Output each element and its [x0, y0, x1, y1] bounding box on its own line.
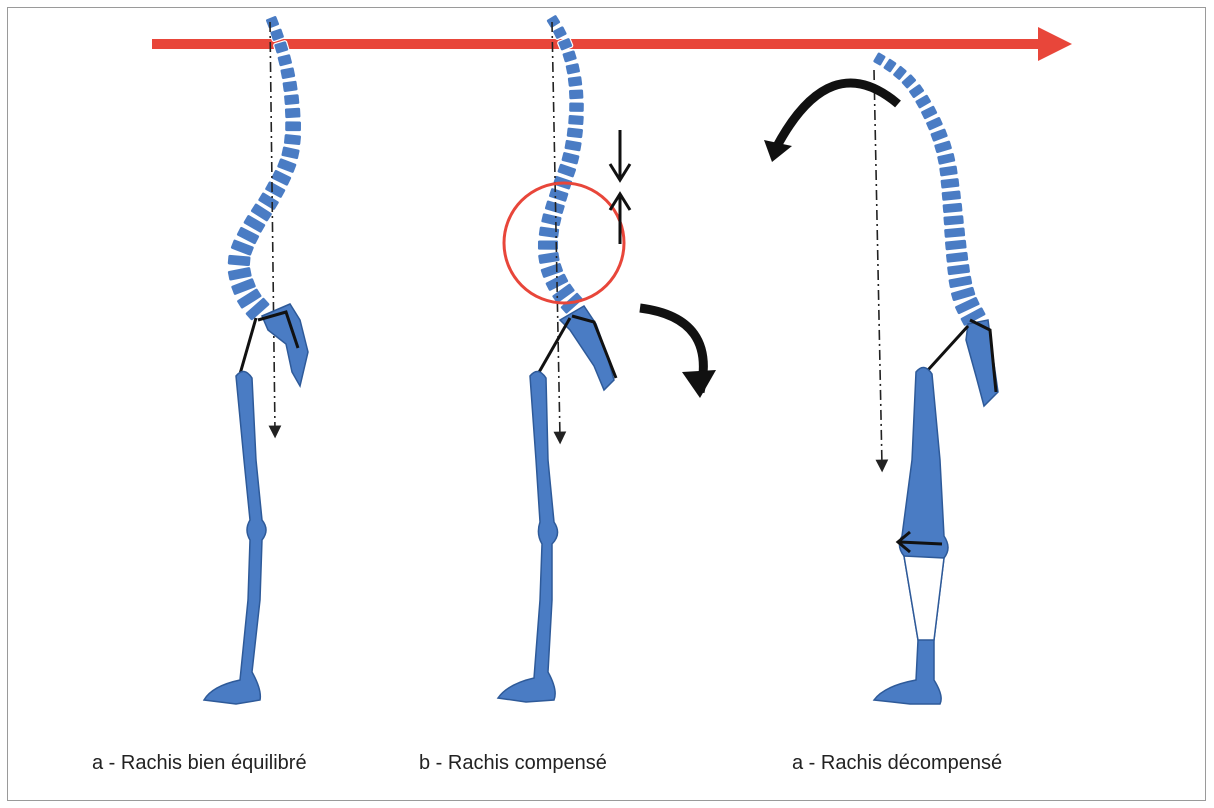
vertebra [227, 254, 251, 267]
femur-link-c [928, 326, 968, 370]
vertebra [942, 202, 963, 214]
leg-c [874, 367, 948, 704]
vertebra [565, 62, 581, 75]
spine-a-vertebrae [227, 15, 302, 322]
vertebra [568, 114, 585, 125]
down-arrow [610, 130, 630, 180]
vertebra [569, 102, 585, 113]
vertebra [941, 190, 962, 202]
vertebra [284, 107, 301, 119]
vertebra [566, 127, 584, 139]
vertebra [940, 177, 960, 189]
vertebra [280, 67, 296, 80]
vertebra [562, 49, 578, 63]
plumb-line-a [270, 22, 275, 432]
caption-c: a - Rachis décompensé [792, 752, 1002, 775]
vertebra [943, 214, 965, 226]
vertebra [944, 239, 967, 251]
vertebra [283, 133, 302, 145]
vertebra [282, 80, 299, 93]
vertebra [283, 93, 300, 105]
vertebra [943, 227, 965, 239]
forward-rotation-arrow [776, 83, 898, 148]
spine-b-vertebrae [537, 14, 584, 315]
vertebra [285, 121, 302, 132]
vertebra [564, 139, 583, 152]
vertebra [936, 152, 956, 166]
femur-link-a [240, 318, 256, 374]
caption-a: a - Rachis bien équilibré [92, 752, 307, 775]
caption-b: b - Rachis compensé [419, 752, 607, 775]
vertebra [277, 53, 293, 67]
skeleton-a [204, 15, 308, 704]
skeleton-c [764, 51, 998, 704]
plumb-line-c [874, 70, 882, 466]
leg-b [498, 371, 558, 702]
vertebra [945, 251, 969, 263]
vertebra [281, 146, 301, 160]
vertebra [561, 151, 581, 165]
femur-link-b [538, 318, 570, 374]
vertebra [946, 263, 970, 276]
vertebra [265, 15, 280, 30]
skeleton-b [498, 14, 716, 702]
vertebra [537, 240, 558, 250]
vertebra [567, 75, 583, 87]
leg-a [204, 371, 266, 704]
vertebra [568, 89, 584, 100]
vertebra [939, 165, 959, 177]
up-arrow [610, 194, 630, 244]
